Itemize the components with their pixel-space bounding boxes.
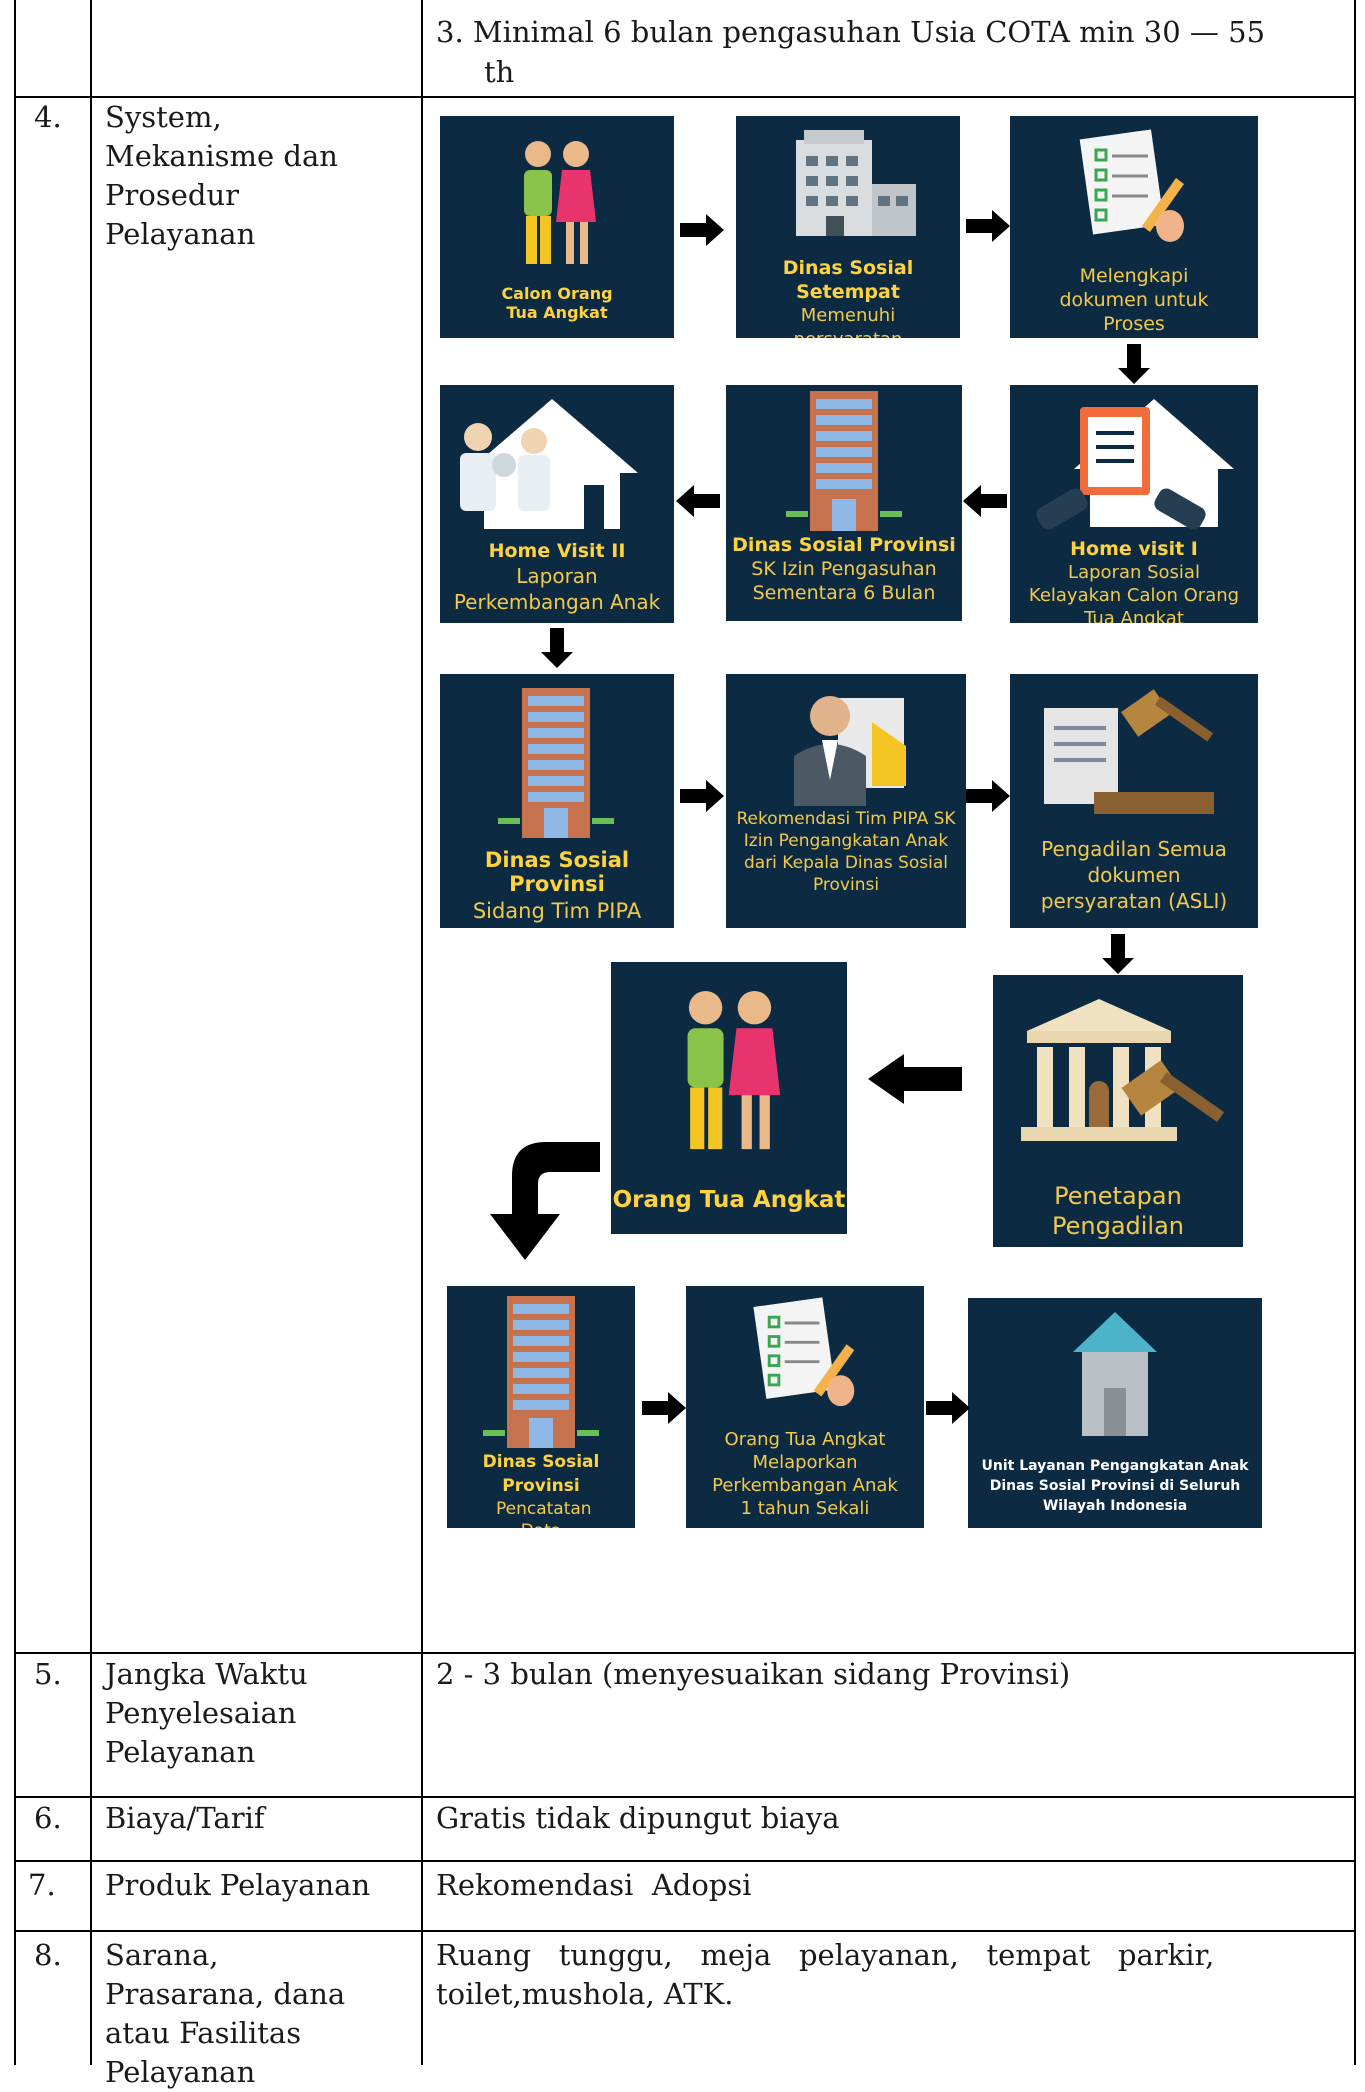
row-label: Prasarana, dana: [105, 1977, 346, 2011]
flow-step-orang-tua-angkat: Orang Tua Angkat: [611, 962, 847, 1234]
row-value: toilet,mushola, ATK.: [436, 1977, 734, 2011]
row-divider: [14, 1860, 1356, 1862]
flow-step-subtitle: Laporan Perkembangan Anak: [453, 564, 661, 614]
row-value: Rekomendasi Adopsi: [436, 1868, 752, 1902]
arrow-down-icon: [541, 628, 573, 668]
flow-step-subtitle: SK Izin Pengasuhan Sementara 6 Bulan: [751, 558, 937, 604]
arrow-down-icon: [1118, 344, 1150, 384]
flow-step-title: Unit Layanan Pengangkatan Anak: [981, 1458, 1249, 1474]
flow-step-subtitle: Laporan Sosial Kelayakan Calon Orang Tua…: [1028, 562, 1240, 623]
row-label: Sarana,: [105, 1938, 219, 1972]
flow-step-subtitle: Penetapan Pengadilan: [1051, 1182, 1185, 1240]
flow-step-title: Dinas Sosial Provinsi: [484, 848, 630, 896]
table-border-left: [14, 0, 16, 2065]
flow-step-subtitle: Sidang Tim PIPA: [472, 899, 642, 923]
arrow-right-icon: [966, 780, 1010, 812]
row-divider: [14, 1796, 1356, 1798]
flow-step-title: Dinas Sosial Setempat: [782, 257, 914, 303]
row-value: Gratis tidak dipungut biaya: [436, 1801, 840, 1835]
flow-step-subtitle: Pencatatan Data: [496, 1499, 592, 1528]
row-label: Pelayanan: [105, 2055, 256, 2089]
arrow-right-icon: [966, 210, 1010, 242]
official-document-icon: [794, 696, 906, 806]
row-label: Pelayanan: [105, 1735, 256, 1769]
row-label: Biaya/Tarif: [105, 1801, 265, 1835]
arrow-curved-down-icon: [490, 1142, 600, 1260]
flow-step-subtitle: Tua Angkat: [506, 303, 608, 322]
row-value: 2 - 3 bulan (menyesuaikan sidang Provins…: [436, 1657, 1071, 1691]
flow-step-subtitle: Memenuhi persyaratan: [794, 305, 903, 338]
arrow-left-icon: [676, 485, 720, 517]
arrow-left-icon: [868, 1054, 962, 1104]
row-label: System,: [105, 100, 222, 134]
flow-step-title: Orang Tua Angkat: [612, 1187, 846, 1213]
checklist-icon: [753, 1297, 855, 1407]
small-house-icon: [1073, 1312, 1157, 1436]
flow-step-title: Home Visit II: [488, 540, 626, 562]
row-divider: [14, 1652, 1356, 1654]
table-border-right: [1354, 0, 1356, 2065]
row-divider: [14, 1930, 1356, 1932]
row-label: Penyelesaian: [105, 1696, 297, 1730]
row-number: 7.: [28, 1868, 56, 1902]
flow-step-title: Home visit I: [1070, 538, 1198, 560]
arrow-right-icon: [680, 214, 724, 246]
requirement-text: 3. Minimal 6 bulan pengasuhan Usia COTA …: [436, 15, 1266, 49]
table-column-divider-2: [421, 0, 423, 2065]
flow-step-pengadilan-dokumen: Pengadilan Semua dokumen persyaratan (AS…: [1010, 674, 1258, 928]
flow-step-subtitle: Orang Tua Angkat Melaporkan Perkembangan…: [712, 1429, 898, 1519]
tower-building-icon: [786, 391, 902, 531]
row-number: 8.: [34, 1938, 62, 1972]
flow-step-subtitle: Pengadilan Semua dokumen persyaratan (AS…: [1040, 837, 1228, 913]
flow-step-title: Calon Orang: [501, 284, 613, 303]
checklist-icon: [1079, 129, 1184, 242]
row-label: Jangka Waktu: [105, 1657, 308, 1691]
house-visit-icon: [460, 399, 638, 529]
row-label: atau Fasilitas: [105, 2016, 302, 2050]
row-label: Prosedur: [105, 178, 239, 212]
row-divider: [14, 96, 1356, 98]
tower-building-icon: [483, 1296, 599, 1448]
flow-step-subtitle: Melengkapi dokumen untuk Proses Pengangk…: [1039, 265, 1229, 338]
flow-step-subtitle: Rekomendasi Tim PIPA SK Izin Pengangkata…: [736, 809, 956, 895]
couple-icon: [687, 991, 781, 1150]
flow-step-melaporkan-perkembangan: Orang Tua Angkat Melaporkan Perkembangan…: [686, 1286, 924, 1528]
flow-step-subtitle: Dinas Sosial Provinsi di Seluruh Wilayah…: [989, 1478, 1241, 1514]
flow-step-penetapan-pengadilan: Penetapan Pengadilan: [993, 975, 1243, 1247]
arrow-right-icon: [926, 1392, 970, 1424]
arrow-right-icon: [642, 1392, 686, 1424]
row-number: 5.: [34, 1657, 62, 1691]
arrow-right-icon: [680, 780, 724, 812]
arrow-left-icon: [963, 485, 1007, 517]
row-label: Produk Pelayanan: [105, 1868, 371, 1902]
flow-step-melengkapi-dokumen: Melengkapi dokumen untuk Proses Pengangk…: [1010, 116, 1258, 338]
courthouse-gavel-icon: [1021, 999, 1225, 1141]
row-label: Mekanisme dan: [105, 139, 338, 173]
gavel-document-icon: [1044, 689, 1214, 814]
table-column-divider-1: [90, 0, 92, 2065]
arrow-down-icon: [1102, 934, 1134, 974]
row-number: 6.: [34, 1801, 62, 1835]
row-label: Pelayanan: [105, 217, 256, 251]
couple-icon: [524, 141, 596, 264]
flow-step-rekomendasi-tim-pipa: Rekomendasi Tim PIPA SK Izin Pengangkata…: [726, 674, 966, 928]
requirement-text: th: [484, 55, 515, 89]
row-number: 4.: [34, 100, 62, 134]
flow-step-title: Dinas Sosial Provinsi: [482, 1452, 600, 1496]
office-building-icon: [796, 130, 916, 236]
flow-step-title: Dinas Sosial Provinsi: [732, 534, 956, 556]
tower-building-icon: [498, 688, 614, 838]
row-value: Ruang tunggu, meja pelayanan, tempat par…: [436, 1938, 1215, 1972]
house-clipboard-icon: [1036, 399, 1234, 530]
